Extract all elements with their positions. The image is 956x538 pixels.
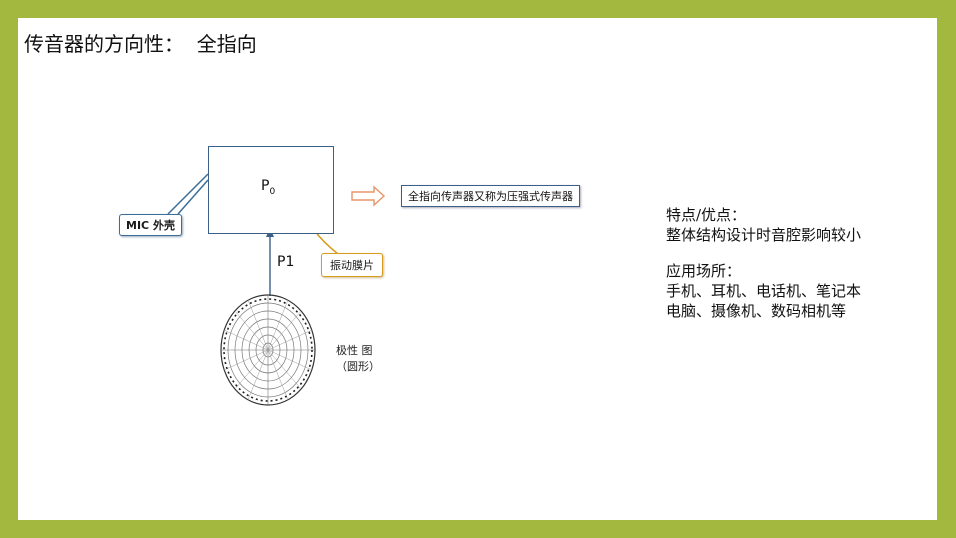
polar-pattern-label: 极性 图 （圆形） [336,343,380,375]
p1-label: P1 [277,254,295,270]
features-text: 特点/优点： 整体结构设计时音腔影响较小 应用场所： 手机、耳机、电话机、笔记本… [666,205,861,321]
mic-housing-callout: MIC 外壳 [119,214,182,236]
right-arrow-icon [351,185,386,207]
slide: 传音器的方向性： 全指向 [18,18,937,520]
polar-pattern-icon [220,294,316,406]
slide-title: 传音器的方向性： 全指向 [24,32,257,56]
mic-callout-pointer [167,173,209,215]
uses-heading: 应用场所： [666,262,742,280]
uses-line1: 手机、耳机、电话机、笔记本 [666,282,862,300]
membrane-callout: 振动膜片 [321,253,383,277]
features-heading: 特点/优点： [666,206,747,224]
mic-housing-box [208,146,334,234]
polar-label-line1: 极性 图 [336,344,373,357]
description-box: 全指向传声器又称为压强式传声器 [401,185,580,207]
polar-label-line2: （圆形） [336,360,380,373]
uses-line2: 电脑、摄像机、数码相机等 [666,302,847,320]
p0-label: P0 [261,178,276,197]
features-advantage: 整体结构设计时音腔影响较小 [666,226,862,244]
